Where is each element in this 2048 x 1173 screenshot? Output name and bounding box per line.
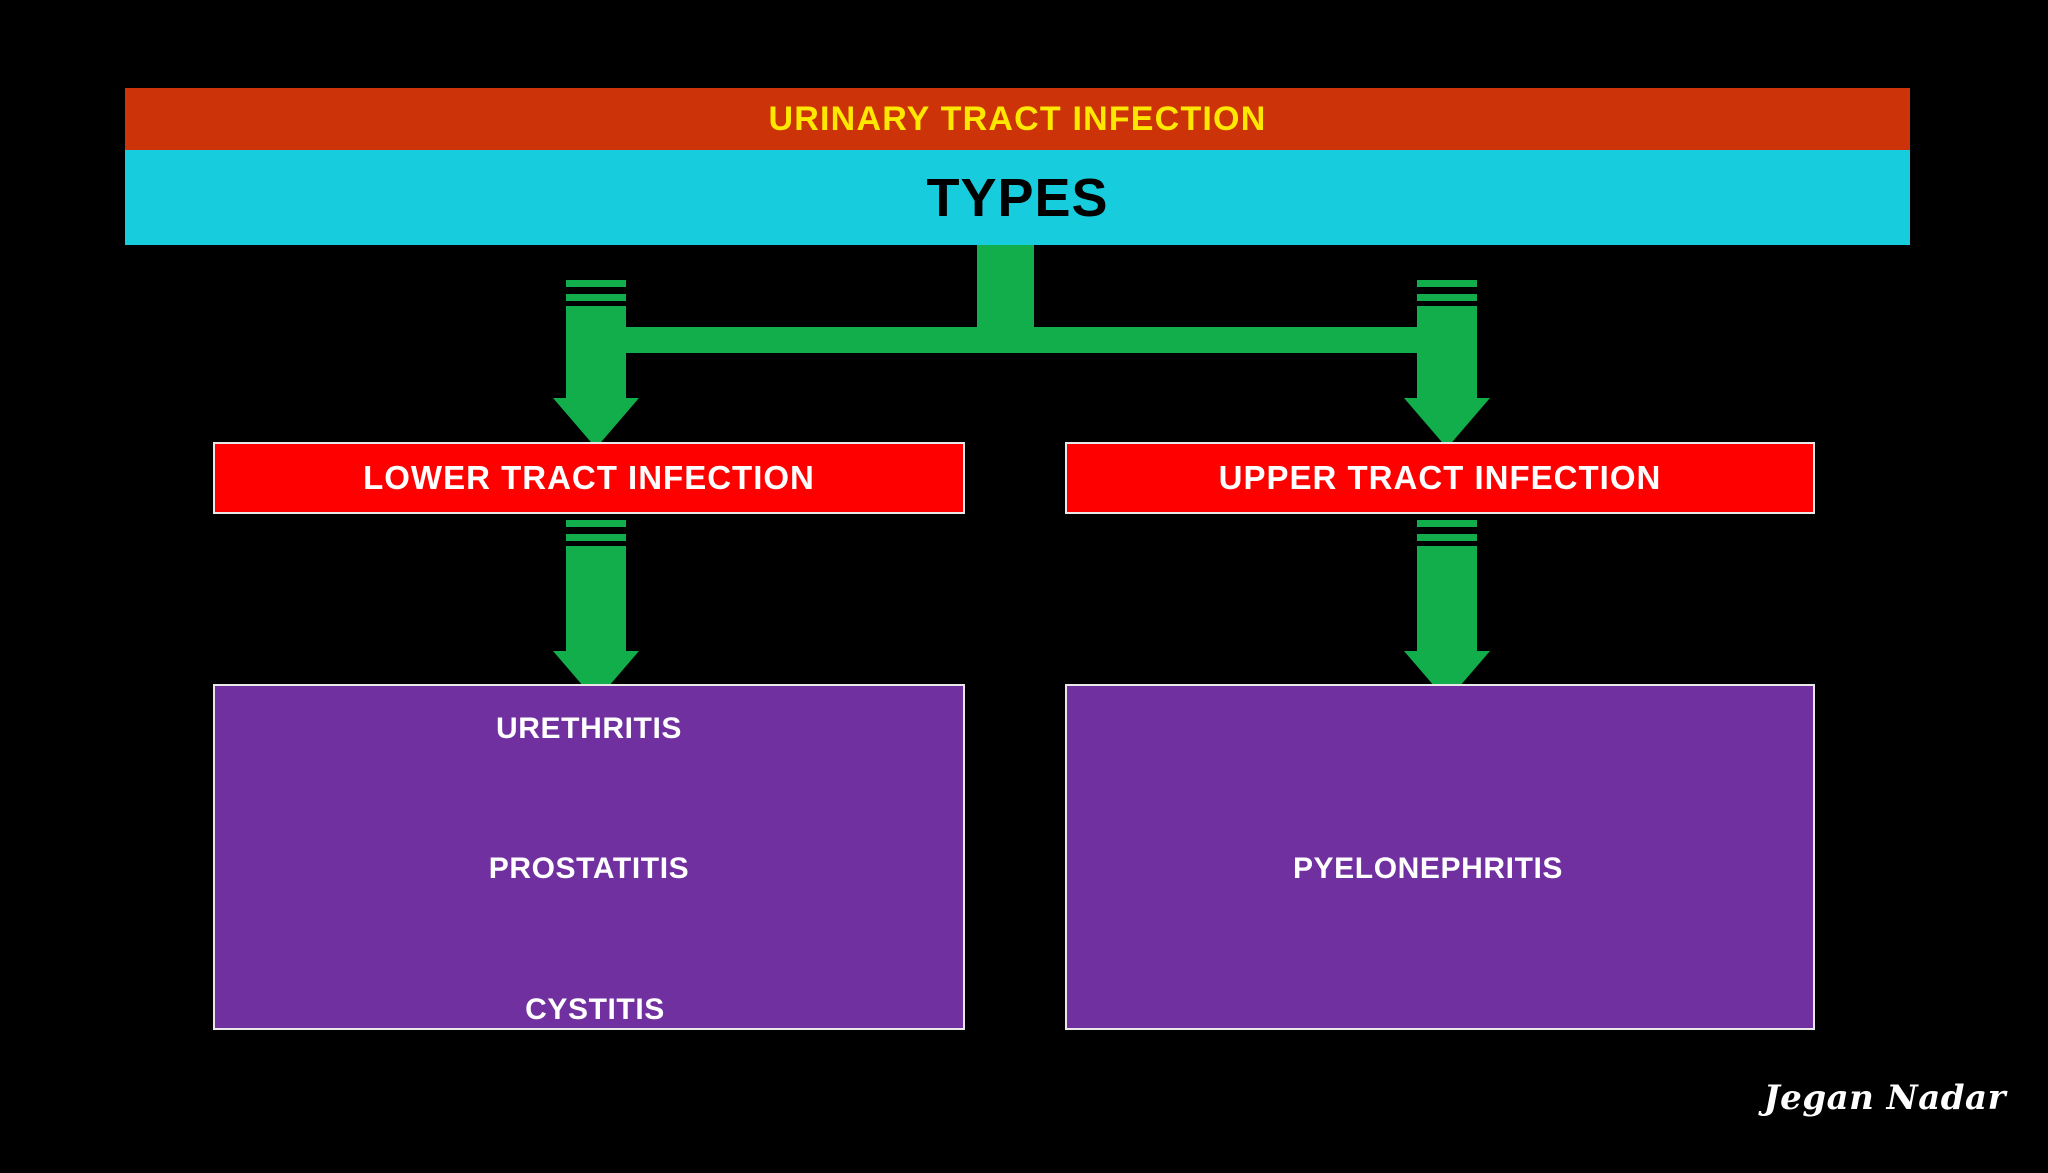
arrow-tick-bottom (566, 294, 626, 301)
branch-label: UPPER TRACT INFECTION (1218, 459, 1662, 496)
arrow-shaft (566, 306, 626, 398)
arrow-tick-top (1417, 280, 1477, 287)
arrow-tick-bottom (1417, 294, 1477, 301)
diagram-subtitle: TYPES (926, 167, 1109, 228)
connector-stem (977, 245, 1034, 330)
arrow-tick-bottom (1417, 534, 1477, 541)
branch-label: LOWER TRACT INFECTION (363, 459, 815, 496)
branch-box-lower-tract-infection[interactable]: LOWER TRACT INFECTION (213, 442, 965, 514)
arrow-tick-top (566, 280, 626, 287)
author-signature: Jegan Nadar (1763, 1078, 2006, 1118)
arrow-tick-top (1417, 520, 1477, 527)
diagram-title: URINARY TRACT INFECTION (768, 99, 1267, 138)
list-item: PYELONEPHRITIS (1292, 852, 1564, 885)
arrow-tick-top (566, 520, 626, 527)
branch-box-upper-tract-infection[interactable]: UPPER TRACT INFECTION (1065, 442, 1815, 514)
items-box-upper-tract[interactable]: PYELONEPHRITIS (1065, 684, 1815, 1030)
arrow-shaft (1417, 306, 1477, 398)
list-item: URETHRITIS (496, 712, 682, 745)
items-box-lower-tract[interactable]: URETHRITIS PROSTATITIS CYSTITIS (213, 684, 965, 1030)
arrow-head (1404, 398, 1490, 448)
list-item: CYSTITIS (525, 993, 665, 1026)
connector-horizontal-bar (596, 327, 1448, 353)
arrow-shaft (566, 546, 626, 651)
arrow-head (553, 398, 639, 448)
arrow-shaft (1417, 546, 1477, 651)
arrow-tick-bottom (566, 534, 626, 541)
diagram-title-bar: URINARY TRACT INFECTION (125, 88, 1910, 150)
diagram-subtitle-bar: TYPES (125, 150, 1910, 245)
list-item: PROSTATITIS (488, 852, 690, 885)
